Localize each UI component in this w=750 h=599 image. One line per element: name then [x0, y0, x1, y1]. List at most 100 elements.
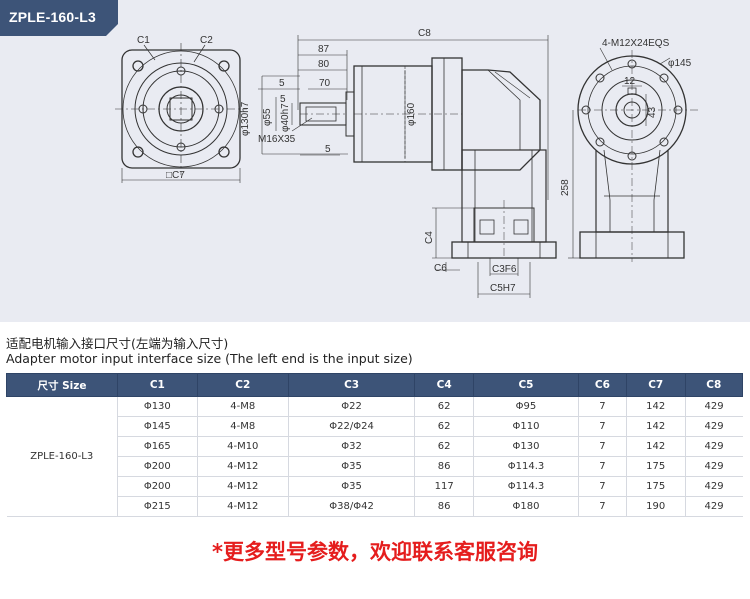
cell-c8: 429 — [684, 436, 743, 457]
label-bolts: 4-M12X24EQS — [602, 38, 670, 49]
cell-c2: 4-M12 — [196, 456, 289, 477]
input-flange-view — [115, 43, 247, 183]
label-c6: C6 — [434, 263, 447, 274]
header-c6: C6 — [577, 373, 627, 397]
cell-c1: Φ145 — [117, 416, 198, 437]
cell-c8: 429 — [684, 496, 743, 517]
header-c1: C1 — [117, 373, 198, 397]
cell-c6: 7 — [577, 456, 627, 477]
model-tab-label: ZPLE-160-L3 — [9, 9, 96, 25]
cell-c4: 62 — [414, 436, 474, 457]
cell-c8: 429 — [684, 456, 743, 477]
cell-c1: Φ130 — [117, 396, 198, 417]
cell-c3: Φ22 — [287, 396, 415, 417]
cell-c6: 7 — [577, 436, 627, 457]
cell-c5: Φ114.3 — [473, 476, 579, 497]
spec-table-header: 尺寸 Size C1 C2 C3 C4 C5 C6 C7 C8 — [6, 373, 744, 397]
cell-c4: 62 — [414, 416, 474, 437]
label-c5h7: C5H7 — [490, 283, 516, 294]
label-phi130h7: φ130h7 — [240, 101, 251, 136]
cell-c4: 62 — [414, 396, 474, 417]
label-c3f6: C3F6 — [492, 264, 517, 275]
cell-c1: Φ215 — [117, 496, 198, 517]
spec-table: 尺寸 Size C1 C2 C3 C4 C5 C6 C7 C8 ZPLE-160… — [6, 373, 744, 517]
label-m16: M16X35 — [258, 134, 296, 145]
cell-c5: Φ130 — [473, 436, 579, 457]
technical-drawing-panel: C1 C2 □C7 C8 87 80 70 5 5 5 M16X35 φ130h… — [0, 0, 750, 322]
header-size: 尺寸 Size — [6, 373, 118, 397]
label-c1: C1 — [137, 35, 150, 46]
cell-c6: 7 — [577, 496, 627, 517]
table-row: Φ200 4-M12 Φ35 86 Φ114.3 7 175 429 — [7, 456, 743, 477]
label-dim-80: 80 — [318, 59, 330, 70]
label-c7: □C7 — [166, 170, 185, 181]
cell-c7: 142 — [625, 416, 686, 437]
label-dim-5-top: 5 — [279, 78, 285, 89]
promo-text: *更多型号参数，欢迎联系客服咨询 — [212, 540, 538, 564]
side-view — [258, 35, 557, 298]
header-c8: C8 — [684, 373, 744, 397]
cell-c6: 7 — [577, 396, 627, 417]
cell-c5: Φ180 — [473, 496, 579, 517]
cell-c8: 429 — [684, 416, 743, 437]
table-row: Φ145 4-M8 Φ22/Φ24 62 Φ110 7 142 429 — [7, 416, 743, 437]
cell-c3: Φ32 — [287, 436, 415, 457]
label-dim-43: 43 — [647, 106, 658, 118]
cell-c2: 4-M8 — [196, 396, 289, 417]
table-row: ZPLE-160-L3 Φ130 4-M8 Φ22 62 Φ95 7 142 4… — [6, 396, 743, 517]
label-dim-12: 12 — [624, 76, 636, 87]
label-phi40h7: φ40h7 — [280, 103, 291, 132]
header-c2: C2 — [196, 373, 289, 397]
label-dim-5-bottom: 5 — [325, 144, 331, 155]
label-phi160: φ160 — [406, 102, 417, 126]
cell-c4: 86 — [414, 496, 474, 517]
cell-c6: 7 — [577, 416, 627, 437]
table-row: Φ215 4-M12 Φ38/Φ42 86 Φ180 7 190 429 — [7, 496, 743, 517]
caption-chinese: 适配电机输入接口尺寸(左端为输入尺寸) — [6, 336, 229, 351]
cell-c7: 142 — [625, 436, 686, 457]
label-phi145: φ145 — [668, 58, 692, 69]
cell-c7: 190 — [625, 496, 686, 517]
cell-c7: 142 — [625, 396, 686, 417]
label-c2: C2 — [200, 35, 213, 46]
cell-c6: 7 — [577, 476, 627, 497]
model-tab: ZPLE-160-L3 — [0, 0, 118, 36]
cell-c2: 4-M10 — [196, 436, 289, 457]
table-row: Φ200 4-M12 Φ35 117 Φ114.3 7 175 429 — [7, 476, 743, 497]
label-c4: C4 — [424, 231, 435, 244]
label-phi55: φ55 — [262, 108, 273, 126]
cell-c1: Φ200 — [117, 456, 198, 477]
cell-c2: 4-M12 — [196, 476, 289, 497]
cell-c7: 175 — [625, 476, 686, 497]
label-dim-70: 70 — [319, 78, 331, 89]
cell-c2: 4-M12 — [196, 496, 289, 517]
cell-c8: 429 — [684, 476, 743, 497]
label-dim-87: 87 — [318, 44, 330, 55]
cell-c3: Φ22/Φ24 — [287, 416, 415, 437]
header-c7: C7 — [625, 373, 686, 397]
header-c4: C4 — [414, 373, 474, 397]
cell-c8: 429 — [684, 396, 743, 417]
label-dim-5-mid: 5 — [280, 94, 286, 105]
cell-c3: Φ35 — [287, 456, 415, 477]
cell-c3: Φ35 — [287, 476, 415, 497]
cell-c4: 117 — [414, 476, 474, 497]
caption-english: Adapter motor input interface size (The … — [6, 351, 413, 366]
label-c8: C8 — [418, 28, 431, 39]
cell-c1: Φ200 — [117, 476, 198, 497]
header-c3: C3 — [287, 373, 416, 397]
cell-c2: 4-M8 — [196, 416, 289, 437]
output-end-view — [568, 47, 700, 262]
header-c5: C5 — [473, 373, 579, 397]
cell-c4: 86 — [414, 456, 474, 477]
cell-c5: Φ95 — [473, 396, 579, 417]
table-row: Φ165 4-M10 Φ32 62 Φ130 7 142 429 — [7, 436, 743, 457]
cell-c5: Φ110 — [473, 416, 579, 437]
cell-c7: 175 — [625, 456, 686, 477]
cell-c1: Φ165 — [117, 436, 198, 457]
label-dim-258: 258 — [560, 179, 571, 196]
cell-c5: Φ114.3 — [473, 456, 579, 477]
model-cell: ZPLE-160-L3 — [6, 396, 118, 517]
model-tab-shape — [0, 0, 118, 36]
cell-c3: Φ38/Φ42 — [287, 496, 415, 517]
